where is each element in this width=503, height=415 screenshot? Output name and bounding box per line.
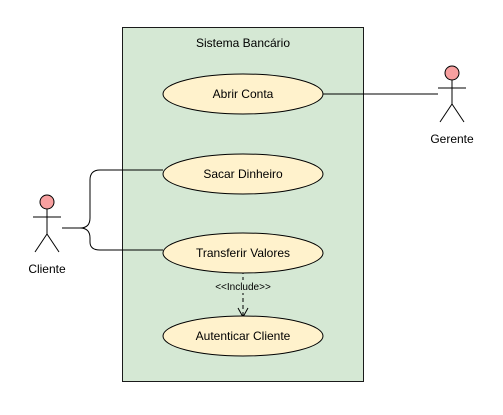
- include-label: <<Include>>: [215, 282, 271, 293]
- use-case-autenticar-cliente[interactable]: Autenticar Cliente: [162, 315, 324, 357]
- stick-figure-icon: [33, 194, 61, 253]
- use-case-abrir-conta-shape: [162, 73, 324, 115]
- system-title: Sistema Bancário: [196, 36, 290, 50]
- use-case-sacar-dinheiro-shape: [162, 153, 324, 195]
- use-case-transferir-valores-shape: [162, 232, 324, 274]
- association-cliente-sacar-dinheiro[interactable]: [62, 169, 163, 229]
- actor-gerente[interactable]: Gerente: [430, 65, 474, 146]
- use-case-autenticar-cliente-label: Autenticar Cliente: [196, 329, 291, 343]
- use-case-transferir-valores-label: Transferir Valores: [196, 246, 290, 260]
- actor-cliente-label: Cliente: [28, 262, 66, 276]
- use-case-transferir-valores[interactable]: Transferir Valores: [162, 232, 324, 274]
- use-case-abrir-conta-label: Abrir Conta: [213, 87, 274, 101]
- use-case-sacar-dinheiro-label: Sacar Dinheiro: [203, 167, 283, 181]
- association-cliente-transferir-valores[interactable]: [62, 227, 163, 251]
- use-case-sacar-dinheiro[interactable]: Sacar Dinheiro: [162, 153, 324, 195]
- stick-figure-icon: [438, 65, 466, 123]
- actor-cliente[interactable]: Cliente: [28, 194, 66, 276]
- actor-gerente-label: Gerente: [430, 132, 474, 146]
- use-case-autenticar-cliente-shape: [162, 315, 324, 357]
- include-label-background: [209, 280, 277, 293]
- use-case-abrir-conta[interactable]: Abrir Conta: [162, 73, 324, 115]
